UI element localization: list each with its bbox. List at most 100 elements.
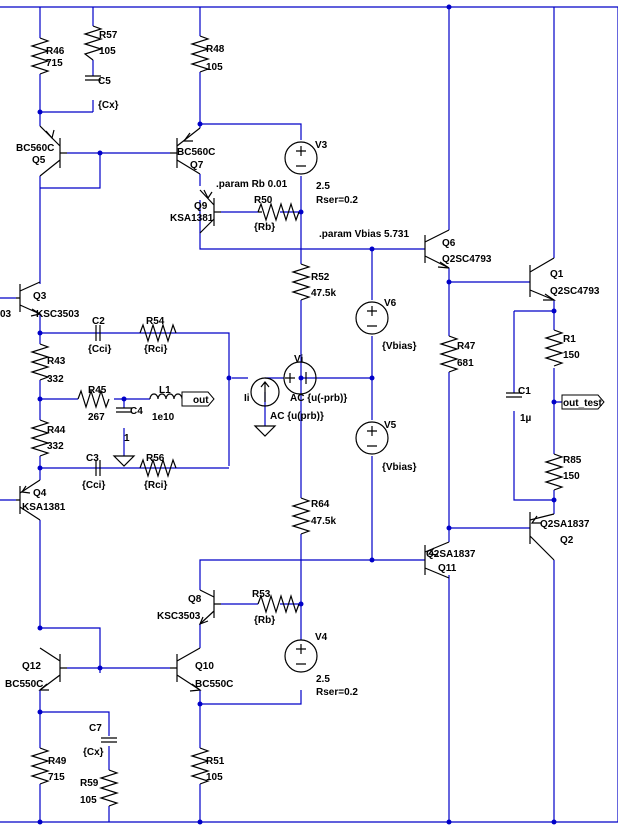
value-r57: 105 [99,46,116,57]
label-r1: R1 [563,334,576,345]
value-r49: 715 [48,772,65,783]
label-v3: V3 [315,140,328,151]
model-q5: BC560C [16,143,54,154]
directive-rb: .param Rb 0.01 [216,179,288,190]
value-r46: 715 [46,58,63,69]
resistor-r57 [82,25,104,61]
transistor-q7 [170,127,201,175]
label-r52: R52 [311,272,330,283]
model-q2: Q2SA1837 [540,519,590,530]
ground-c4 [112,455,136,467]
label-r49: R49 [48,756,67,767]
resistor-r48 [189,35,211,73]
capacitor-c3 [95,460,101,476]
label-r47: R47 [457,341,476,352]
value-c4: 1 [124,433,130,444]
label-r48: R48 [206,44,225,55]
label-c7: C7 [89,723,102,734]
resistor-r49 [29,747,51,785]
value-c5: {Cx} [98,100,119,111]
transistor-q10 [170,647,202,692]
value-r52: 47.5k [311,288,336,299]
symbols [16,25,605,807]
ground-ii [253,425,277,437]
model-q4: KSA1381 [22,502,66,513]
label-v5: V5 [384,420,397,431]
resistor-r85 [543,453,565,491]
value-r59: 105 [80,795,97,806]
value-r45: 267 [88,412,105,423]
label-r43: R43 [47,356,66,367]
value-c2: {Cci} [88,344,111,355]
value-r51: 105 [206,772,223,783]
value-v5: {Vbias} [382,462,417,473]
value-c1: 1µ [520,413,532,424]
net-label-out-test: out_test [563,398,603,409]
source-ii [250,377,280,407]
transistor-q12 [38,647,67,691]
model-q8: KSC3503 [157,611,201,622]
value-r47: 681 [457,358,474,369]
value-v4: 2.5 [316,674,330,685]
transistor-q8 [198,589,221,626]
label-r46: R46 [46,46,65,57]
rser-v4: Rser=0.2 [316,687,358,698]
net-label-out: out [193,395,209,406]
resistor-r45 [77,388,110,410]
source-v5 [355,421,389,455]
model-left-q3: 03 [0,309,12,320]
resistor-r1 [543,329,565,367]
resistor-r51 [189,747,211,785]
transistor-q1 [529,257,556,301]
value-v3: 2.5 [316,181,330,192]
transistor-q9 [199,189,221,234]
model-q1: Q2SC4793 [550,286,600,297]
resistor-r59 [98,769,120,807]
resistor-r54 [139,322,177,344]
label-q9: Q9 [194,201,208,212]
label-c5: C5 [98,76,111,87]
label-r51: R51 [206,756,225,767]
label-q6: Q6 [442,238,456,249]
capacitor-c2 [95,325,101,341]
source-v6 [355,301,389,335]
label-q5: Q5 [32,155,46,166]
label-q12: Q12 [22,661,41,672]
transistor-q11 [424,541,450,579]
transistor-q5 [39,125,67,177]
model-q7: BC560C [177,147,215,158]
label-ii: Ii [244,393,250,404]
model-q10: BC550C [195,679,233,690]
capacitor-c5 [85,75,101,81]
label-c4: C4 [130,406,143,417]
resistor-r52 [290,263,312,301]
label-c3: C3 [86,453,99,464]
value-r50: {Rb} [254,222,275,233]
label-q4: Q4 [33,488,47,499]
value-r54: {Rci} [144,344,167,355]
label-c2: C2 [92,316,105,327]
label-r85: R85 [563,455,582,466]
inductor-l1 [149,393,183,400]
value-r43: 332 [47,374,64,385]
value-v6: {Vbias} [382,341,417,352]
transistor-q2 [529,512,555,561]
value-r64: 47.5k [311,516,336,527]
capacitor-c4 [116,407,132,413]
label-vi: Vi [294,354,303,365]
label-r54: R54 [146,316,165,327]
label-v4: V4 [315,632,328,643]
rser-v3: Rser=0.2 [316,195,358,206]
label-q8: Q8 [188,594,202,605]
label-l1: L1 [159,385,171,396]
value-r44: 332 [47,441,64,452]
label-r44: R44 [47,425,66,436]
resistor-r44 [29,419,51,457]
transistor-q6 [424,229,450,269]
label-q1: Q1 [550,269,564,280]
source-v3 [284,141,318,175]
value-r56: {Rci} [144,480,167,491]
value-l1: 1e10 [152,412,175,423]
value-r85: 150 [563,471,580,482]
